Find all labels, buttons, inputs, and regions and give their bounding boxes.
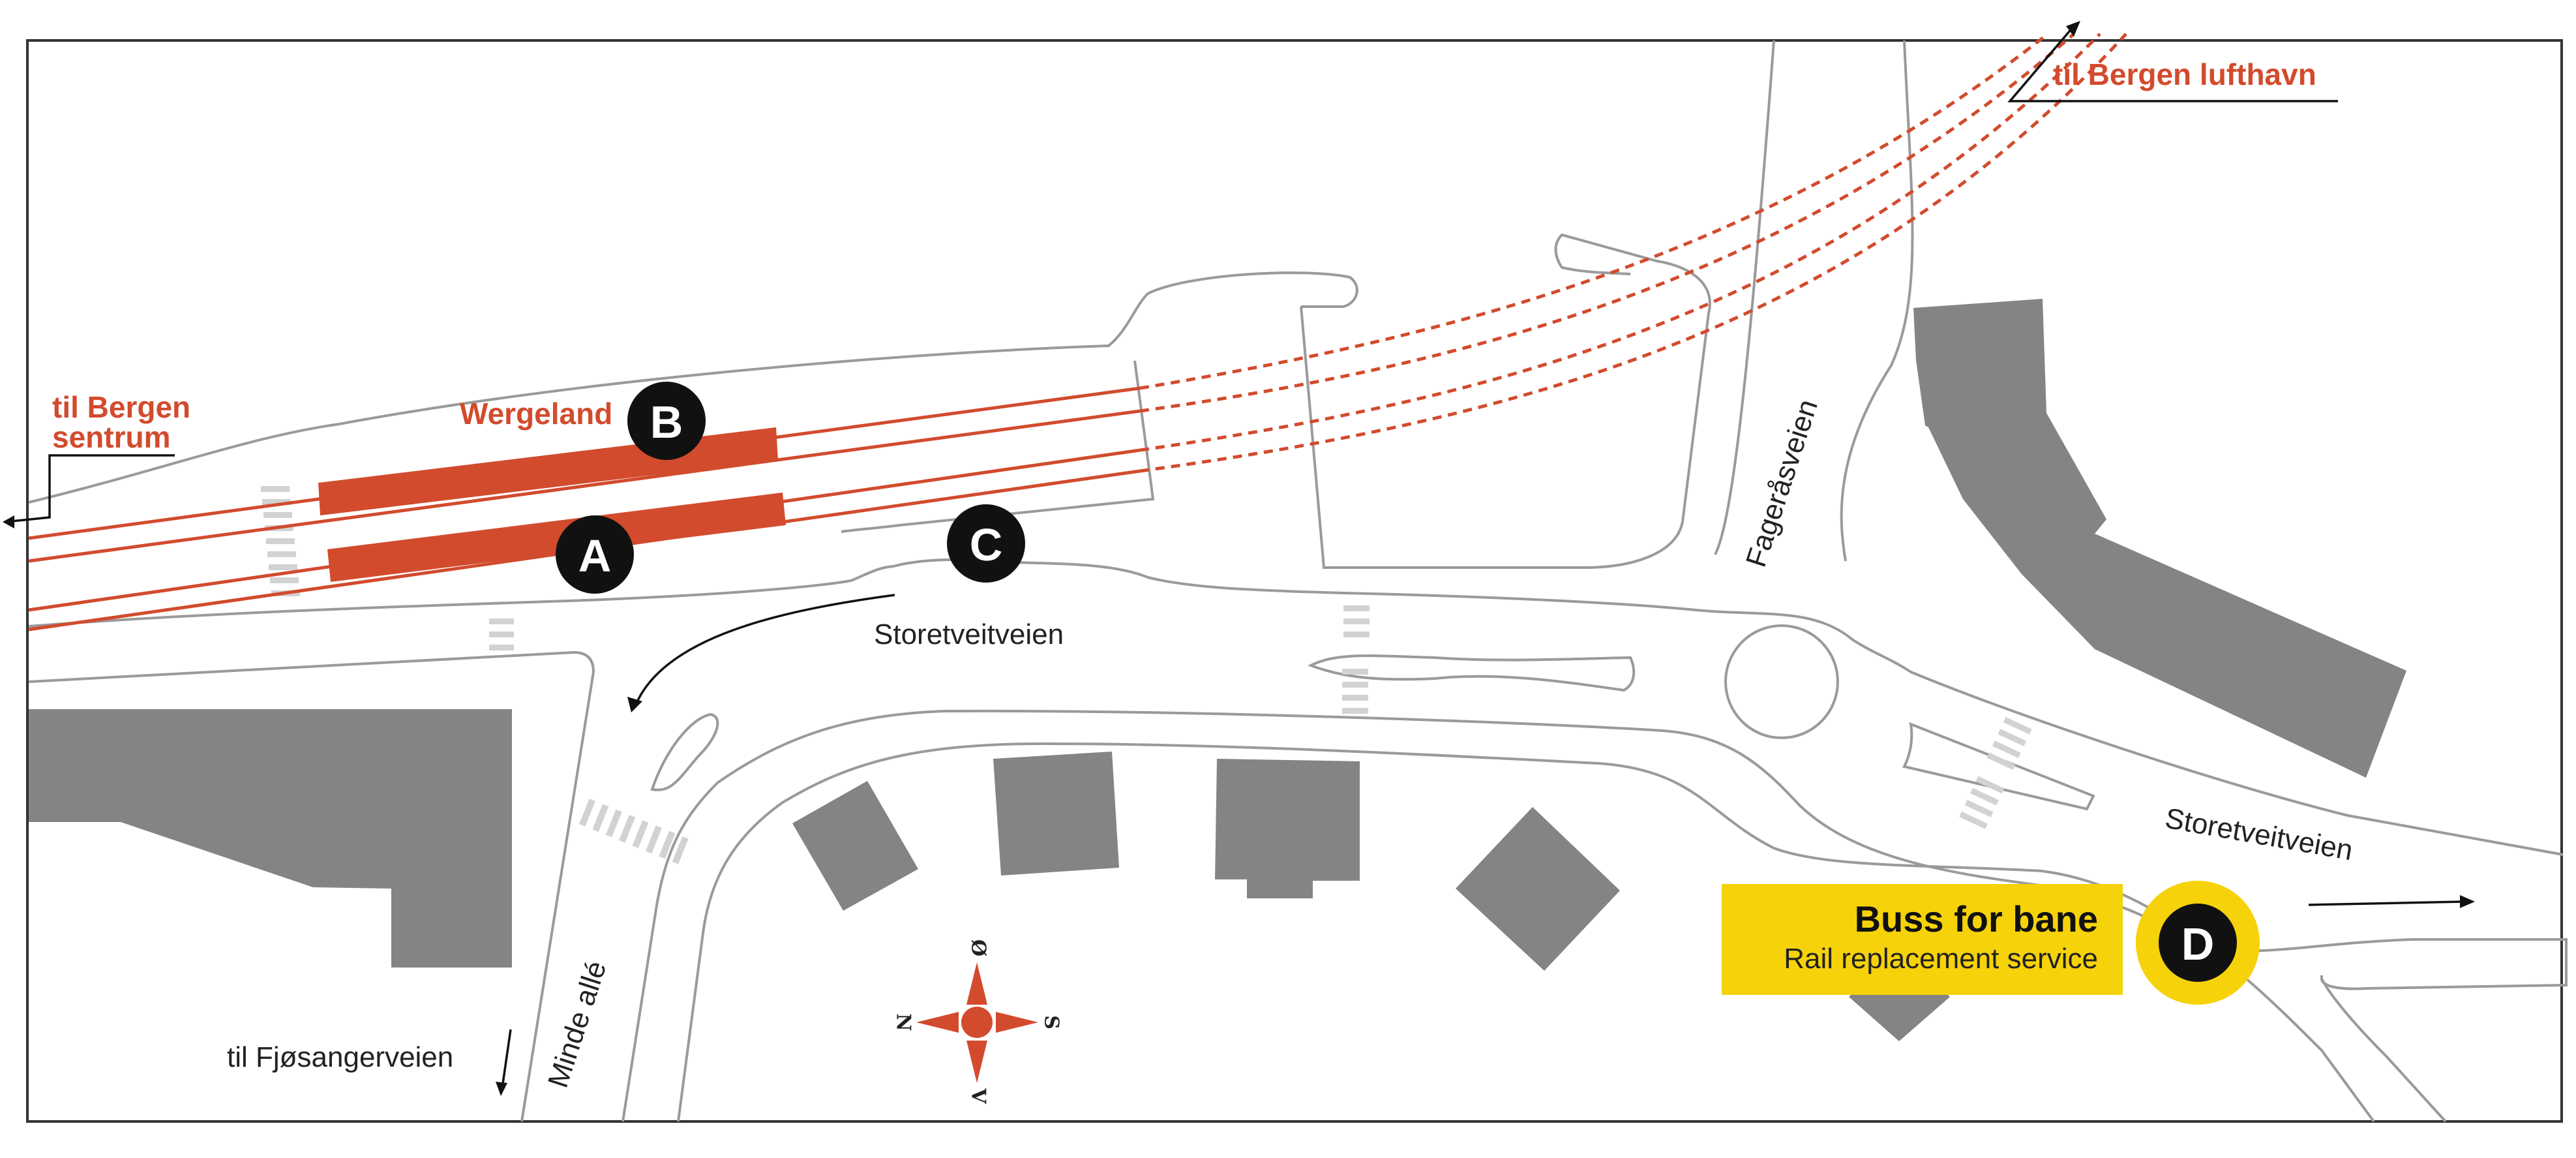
label-fageraas: Fageråsveien <box>1740 395 1824 571</box>
label-minde: Minde allé <box>542 957 613 1091</box>
crosswalk-storetveit-west <box>489 618 514 650</box>
arrow-to-airport <box>2007 25 2338 102</box>
label-to-airport: til Bergen lufthavn <box>2053 57 2316 91</box>
arrow-to-center <box>5 454 175 523</box>
arrow-storetveit-east <box>2308 900 2466 906</box>
label-storetveit-east: Storetveitveien <box>2163 802 2355 867</box>
direction-arrows <box>3 21 2475 1096</box>
stop-letter-b: B <box>650 397 683 448</box>
compass-east: Ø <box>967 939 990 956</box>
arrow-storetveit-east-head <box>2460 895 2475 908</box>
compass-rose: N Ø S V <box>892 939 1063 1104</box>
platform-a <box>327 493 786 582</box>
bus-box-title: Buss for bane <box>1855 898 2098 939</box>
compass-arm-left <box>916 1012 959 1033</box>
compass-arm-right <box>996 1012 1038 1033</box>
stop-letter-a: A <box>578 530 612 581</box>
building-east <box>1913 299 2406 778</box>
stop-marker-a[interactable]: A <box>556 515 634 594</box>
arrow-to-fjosanger-head <box>496 1082 507 1096</box>
arrow-to-airport-head <box>2066 21 2080 37</box>
label-storetveit-west: Storetveitveien <box>874 618 1064 650</box>
label-to-center-1: til Bergen <box>52 390 190 424</box>
crosswalk-storetveit-mid <box>1342 605 1370 714</box>
arrow-to-fjosanger <box>501 1029 512 1089</box>
compass-arm-down <box>966 1041 987 1083</box>
label-to-fjosanger: til Fjøsangerveien <box>227 1041 453 1073</box>
building-3 <box>1215 759 1360 898</box>
crosswalk-storetveit-east <box>1959 717 2032 829</box>
compass-south: S <box>1040 1015 1063 1029</box>
map-frame <box>26 39 2563 1123</box>
compass-north: N <box>892 1013 915 1031</box>
compass-west: V <box>967 1088 990 1104</box>
roads <box>28 40 2568 1123</box>
building-2 <box>993 752 1119 876</box>
roundabout <box>1724 624 1839 739</box>
crosswalks <box>261 486 2032 864</box>
building-west <box>29 709 512 968</box>
buildings <box>29 299 2406 1041</box>
stop-marker-b[interactable]: B <box>627 382 706 460</box>
rail-tracks <box>28 33 2127 632</box>
bus-box-background <box>1722 884 2123 995</box>
stop-letter-c: C <box>970 519 1003 570</box>
crosswalk-minde <box>578 799 689 864</box>
bus-box-subtitle: Rail replacement service <box>1784 943 2098 975</box>
arrow-to-center-head <box>3 515 14 528</box>
building-4 <box>1456 807 1620 971</box>
label-station: Wergeland <box>460 397 612 431</box>
bus-replacement-box: Buss for bane Rail replacement service <box>1722 884 2123 995</box>
stop-letter-d: D <box>2181 919 2215 969</box>
stop-marker-d[interactable]: D <box>2136 881 2260 1005</box>
arrow-walk-to-minde <box>635 594 895 705</box>
label-to-center-2: sentrum <box>52 420 170 454</box>
compass-arm-up <box>966 962 987 1005</box>
stop-marker-c[interactable]: C <box>947 504 1025 583</box>
compass-center <box>961 1007 993 1038</box>
building-1 <box>792 781 918 911</box>
arrow-walk-head <box>627 697 642 712</box>
